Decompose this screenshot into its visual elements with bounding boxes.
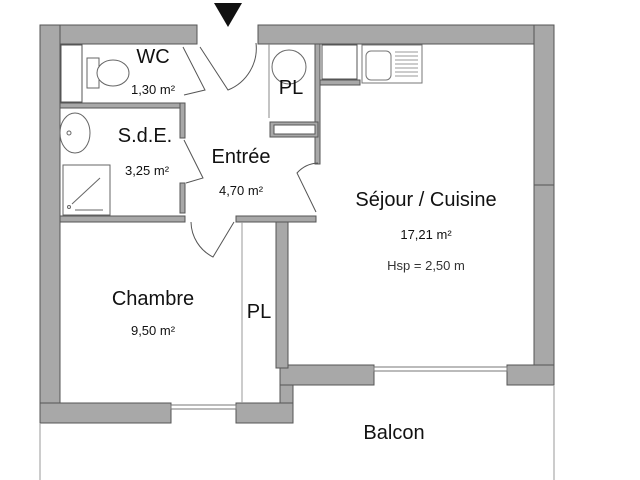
wall-sde-entree2: [179, 182, 186, 214]
wall-top-left: [39, 24, 198, 45]
wc-cabinet: [60, 44, 83, 103]
wall-pl-sejour: [275, 217, 289, 369]
entrance-arrow-icon: [214, 3, 242, 27]
wall-right-lower: [533, 184, 555, 386]
kitchen-sink-icon: [361, 44, 423, 84]
wall-wc-sde: [59, 102, 181, 109]
chambre-door: [190, 221, 235, 258]
wall-bottom-right: [506, 364, 555, 386]
wall-kitchen-box: [319, 79, 361, 86]
sde-door: [183, 139, 204, 184]
wall-right: [533, 24, 555, 186]
wall-kitchen-partition: [314, 43, 321, 165]
room-pl-top-label: PL: [278, 77, 304, 99]
wall-left: [39, 24, 61, 424]
washing-machine-icon: [271, 49, 307, 85]
sejour-window: [373, 366, 508, 372]
wall-sde-entree: [179, 102, 186, 139]
room-balcon-label: Balcon: [363, 422, 425, 444]
room-wc-label: WC: [136, 46, 170, 68]
toilet-icon: [86, 57, 130, 89]
wall-bottom-mid2: [279, 364, 375, 386]
wall-chambre-bottom-left: [39, 402, 172, 424]
room-entree-label: Entrée: [211, 146, 271, 168]
room-sde-area: 3,25 m²: [124, 163, 170, 178]
wall-sde-chambre: [59, 215, 186, 223]
room-entree-area: 4,70 m²: [218, 183, 264, 198]
room-sejour-area: 17,21 m²: [400, 227, 452, 242]
room-pl-bottom-label: PL: [246, 301, 272, 323]
entrance-door: [199, 42, 257, 91]
kitchen-cabinet: [321, 44, 358, 80]
room-wc-area: 1,30 m²: [130, 82, 176, 97]
ceiling-height: Hsp = 2,50 m: [387, 258, 465, 273]
chambre-window: [170, 404, 237, 410]
wall-entree-bottom: [235, 215, 317, 223]
wall-chambre-bottom-right: [235, 402, 294, 424]
sejour-door: [296, 162, 319, 213]
room-chambre-label: Chambre: [111, 288, 195, 310]
pl-shelf-inner: [273, 124, 316, 135]
wall-top-right: [257, 24, 555, 45]
room-chambre-area: 9,50 m²: [130, 323, 176, 338]
room-sejour-label: Séjour / Cuisine: [355, 189, 497, 211]
wc-door: [182, 46, 206, 96]
sink-icon: [59, 112, 91, 154]
shower-icon: [62, 164, 111, 216]
room-sde-label: S.d.E.: [117, 125, 173, 147]
